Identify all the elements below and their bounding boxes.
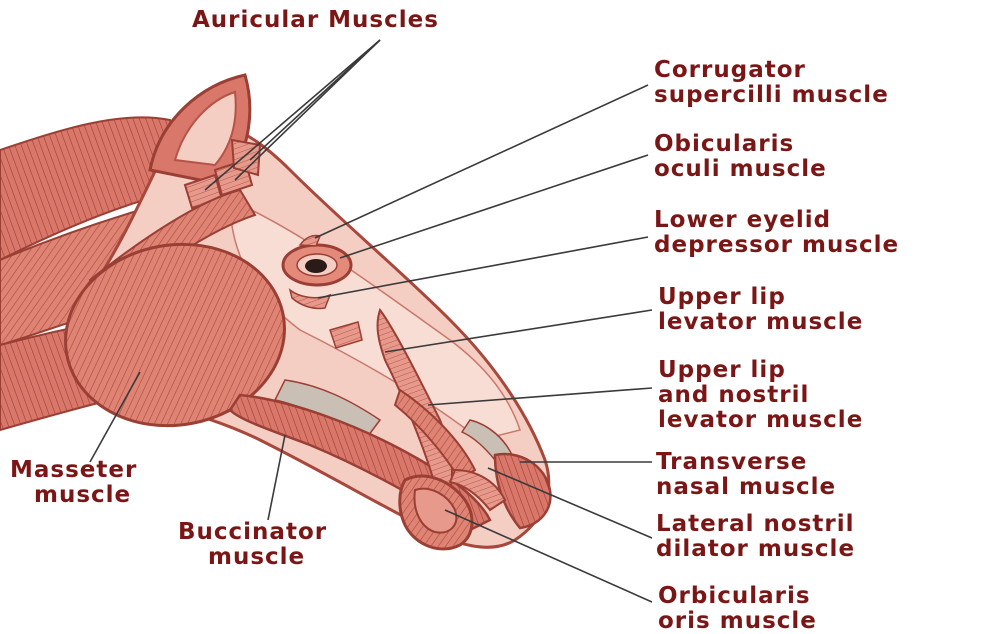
label-line: muscle <box>10 483 137 508</box>
label-corrugator-supercilli: Corrugator supercilli muscle <box>654 58 889 108</box>
label-line: Upper lip <box>658 285 863 310</box>
label-line: Lateral nostril <box>656 512 855 537</box>
leader-auricular-3 <box>250 40 380 160</box>
label-line: Orbicularis <box>658 584 817 609</box>
label-line: Lower eyelid <box>654 208 899 233</box>
leader-corrugator <box>315 85 648 238</box>
label-line: Auricular Muscles <box>192 8 439 33</box>
label-line: Upper lip <box>658 358 863 383</box>
label-line: levator muscle <box>658 310 863 335</box>
label-line: depressor muscle <box>654 233 899 258</box>
label-masseter: Masseter muscle <box>10 458 137 508</box>
label-buccinator: Buccinator muscle <box>178 520 327 570</box>
label-line: Transverse <box>656 450 836 475</box>
label-line: oris muscle <box>658 609 817 634</box>
label-line: supercilli muscle <box>654 83 889 108</box>
leader-orbicularis-oris <box>445 510 652 602</box>
label-line: Masseter <box>10 458 137 483</box>
label-line: Obicularis <box>654 132 827 157</box>
label-lateral-nostril-dilator: Lateral nostril dilator muscle <box>656 512 855 562</box>
label-obicularis-oculi: Obicularis oculi muscle <box>654 132 827 182</box>
label-line: oculi muscle <box>654 157 827 182</box>
label-line: muscle <box>178 545 327 570</box>
label-lower-eyelid-depressor: Lower eyelid depressor muscle <box>654 208 899 258</box>
label-line: nasal muscle <box>656 475 836 500</box>
label-auricular-muscles: Auricular Muscles <box>192 8 439 33</box>
label-line: levator muscle <box>658 408 863 433</box>
label-transverse-nasal: Transverse nasal muscle <box>656 450 836 500</box>
label-line: and nostril <box>658 383 863 408</box>
leader-obicularis-oculi <box>340 155 648 258</box>
label-line: dilator muscle <box>656 537 855 562</box>
label-line: Buccinator <box>178 520 327 545</box>
label-line: Corrugator <box>654 58 889 83</box>
label-upper-lip-nostril-levator: Upper lip and nostril levator muscle <box>658 358 863 433</box>
label-orbicularis-oris: Orbicularis oris muscle <box>658 584 817 634</box>
label-upper-lip-levator: Upper lip levator muscle <box>658 285 863 335</box>
